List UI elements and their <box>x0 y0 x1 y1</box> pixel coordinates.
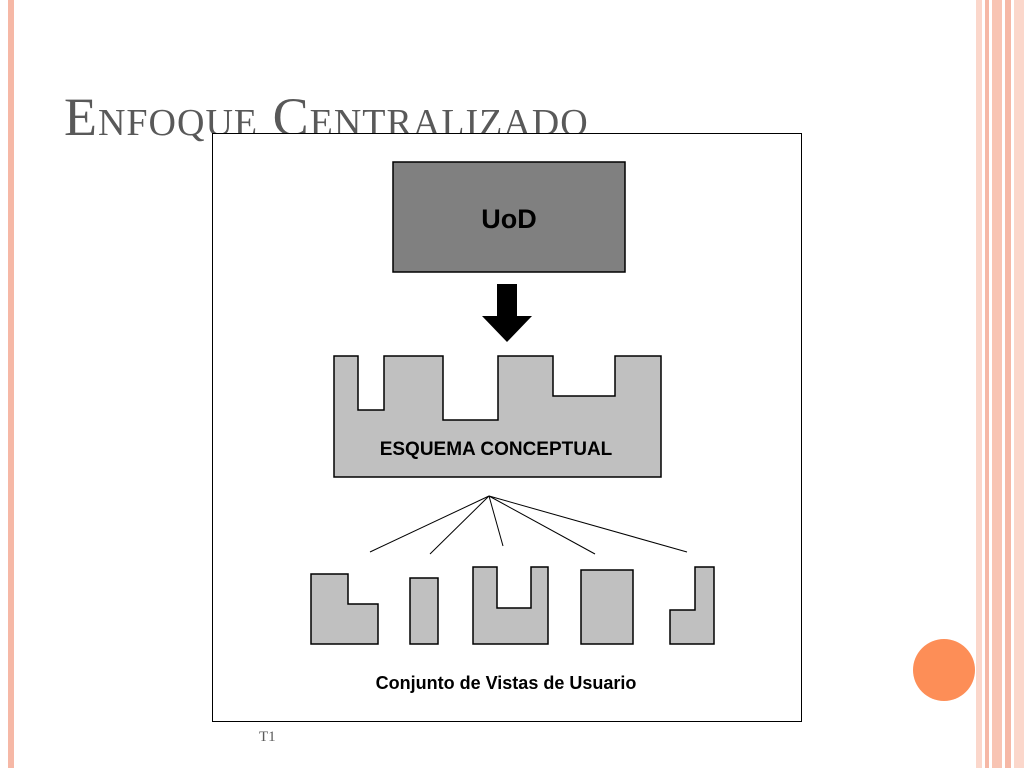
uod-box <box>392 161 626 273</box>
user-view-shape-2 <box>409 577 439 645</box>
left-border-stripe <box>8 0 14 768</box>
diagram-image: UoD ESQUEMA CONCEPTUAL Conjunto de Vista… <box>212 133 802 722</box>
conceptual-schema-label: ESQUEMA CONCEPTUAL <box>380 439 613 460</box>
down-arrow-icon <box>482 284 532 342</box>
conceptual-schema-shape <box>333 355 662 478</box>
right-border-stripes <box>976 0 1024 768</box>
user-views-label: Conjunto de Vistas de Usuario <box>376 673 637 693</box>
centralized-approach-diagram: UoD ESQUEMA CONCEPTUAL Conjunto de Vista… <box>310 161 715 693</box>
connector-lines <box>369 495 688 555</box>
user-view-shape-1 <box>310 573 379 645</box>
user-view-shape-5 <box>669 566 715 645</box>
uod-label: UoD <box>481 204 537 234</box>
user-view-shape-4 <box>580 569 634 645</box>
user-view-shape-3 <box>472 566 549 645</box>
footer-label: T1 <box>259 729 276 745</box>
orange-circle-decoration <box>913 639 975 701</box>
user-view-shapes <box>310 566 715 645</box>
